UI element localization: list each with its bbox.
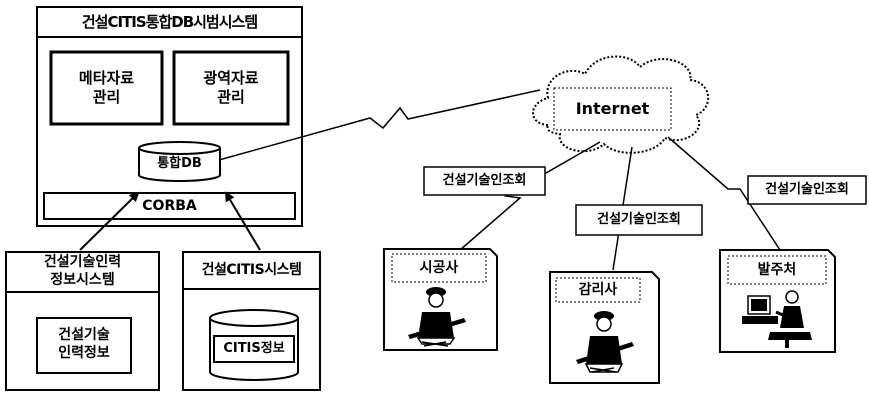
- supervisor-label: 감리사: [578, 282, 618, 298]
- internet-to-owner-link-line: [667, 136, 781, 251]
- query-label-right: 건설기술인조회: [765, 182, 849, 197]
- owner-computer-user-icon: [742, 290, 812, 348]
- citis-info-label: CITIS정보: [223, 341, 285, 356]
- supervisor-worker-icon: [576, 311, 634, 373]
- manpower-info-label: 건설기술 인력정보: [58, 327, 110, 361]
- meta-data-management-label: 메타자료 관리: [78, 69, 135, 106]
- internet-to-contractor-link-line: [459, 141, 601, 251]
- integrated-db-cylinder-icon: [138, 141, 221, 182]
- owner-panel: [719, 249, 836, 353]
- citis-to-corba-arrow: [224, 191, 261, 251]
- integrated-db-label: 통합DB: [157, 156, 202, 171]
- main-system-title: 건설CITIS통합DB시범시스템: [81, 13, 258, 31]
- contractor-worker-icon: [408, 287, 466, 347]
- corba-label: CORBA: [142, 198, 197, 214]
- owner-label: 발주처: [757, 262, 797, 278]
- query-label-middle: 건설기술인조회: [597, 212, 681, 227]
- citis-system-frame: [182, 251, 321, 391]
- manpower-system-title: 건설기술인력 정보시스템: [43, 254, 122, 288]
- db-internet-link-line: [218, 89, 541, 161]
- internet-cloud-icon: [532, 55, 710, 154]
- contractor-label: 시공사: [419, 260, 459, 276]
- query-box-right: [747, 175, 867, 205]
- internet-label: Internet: [575, 99, 650, 118]
- query-box-left: [423, 166, 546, 196]
- citis-system-title: 건설CITIS시스템: [201, 262, 302, 278]
- main-system-frame: [36, 6, 303, 227]
- manpower-to-corba-arrow: [79, 191, 140, 251]
- query-label-left: 건설기술인조회: [442, 173, 527, 188]
- manpower-system-frame: [5, 251, 160, 391]
- area-data-management-label: 광역자료 관리: [203, 69, 259, 106]
- query-box-middle: [575, 204, 703, 236]
- citis-db-cylinder-icon: [209, 309, 299, 381]
